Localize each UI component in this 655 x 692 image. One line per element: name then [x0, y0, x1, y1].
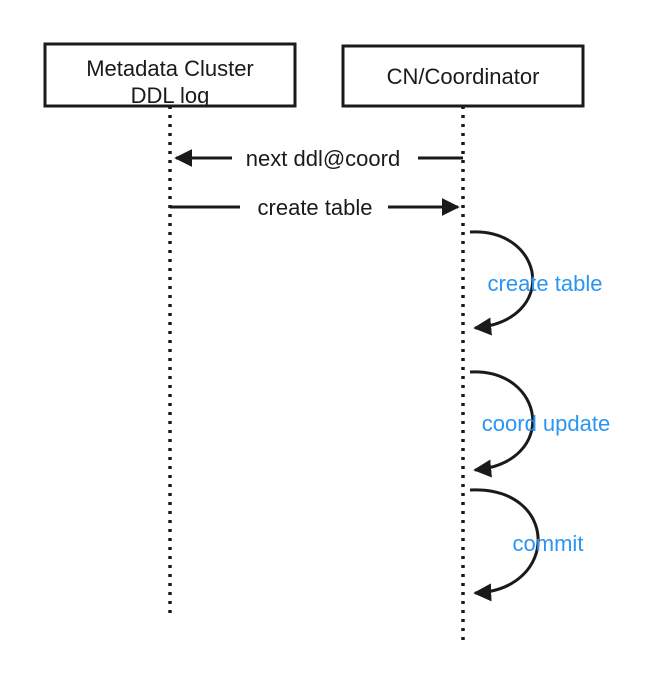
self-call-create-table: create table [469, 230, 603, 336]
message-create-table: create table [170, 195, 460, 220]
self-call-commit: commit [469, 488, 584, 602]
message-next-ddl: next ddl@coord [174, 146, 463, 171]
participant-metadata-box [43, 42, 297, 108]
participant-coordinator-box [341, 44, 585, 108]
participant-metadata-cluster: Metadata Cluster DDL log [43, 42, 297, 108]
self-call-coord-update-arc [469, 370, 534, 478]
message-next-ddl-label: next ddl@coord [246, 146, 400, 171]
self-call-commit-arc [469, 488, 540, 602]
participant-coordinator: CN/Coordinator [341, 44, 585, 108]
participant-coordinator-title: CN/Coordinator [387, 64, 540, 89]
self-call-commit-label: commit [513, 531, 584, 556]
self-call-coord-update: coord update [469, 370, 610, 478]
participant-metadata-subtitle: DDL log [131, 83, 210, 108]
self-call-create-table-label: create table [488, 271, 603, 296]
participant-metadata-title: Metadata Cluster [86, 56, 254, 81]
self-call-coord-update-label: coord update [482, 411, 610, 436]
self-call-create-table-arc [469, 230, 534, 336]
message-create-table-label: create table [258, 195, 373, 220]
